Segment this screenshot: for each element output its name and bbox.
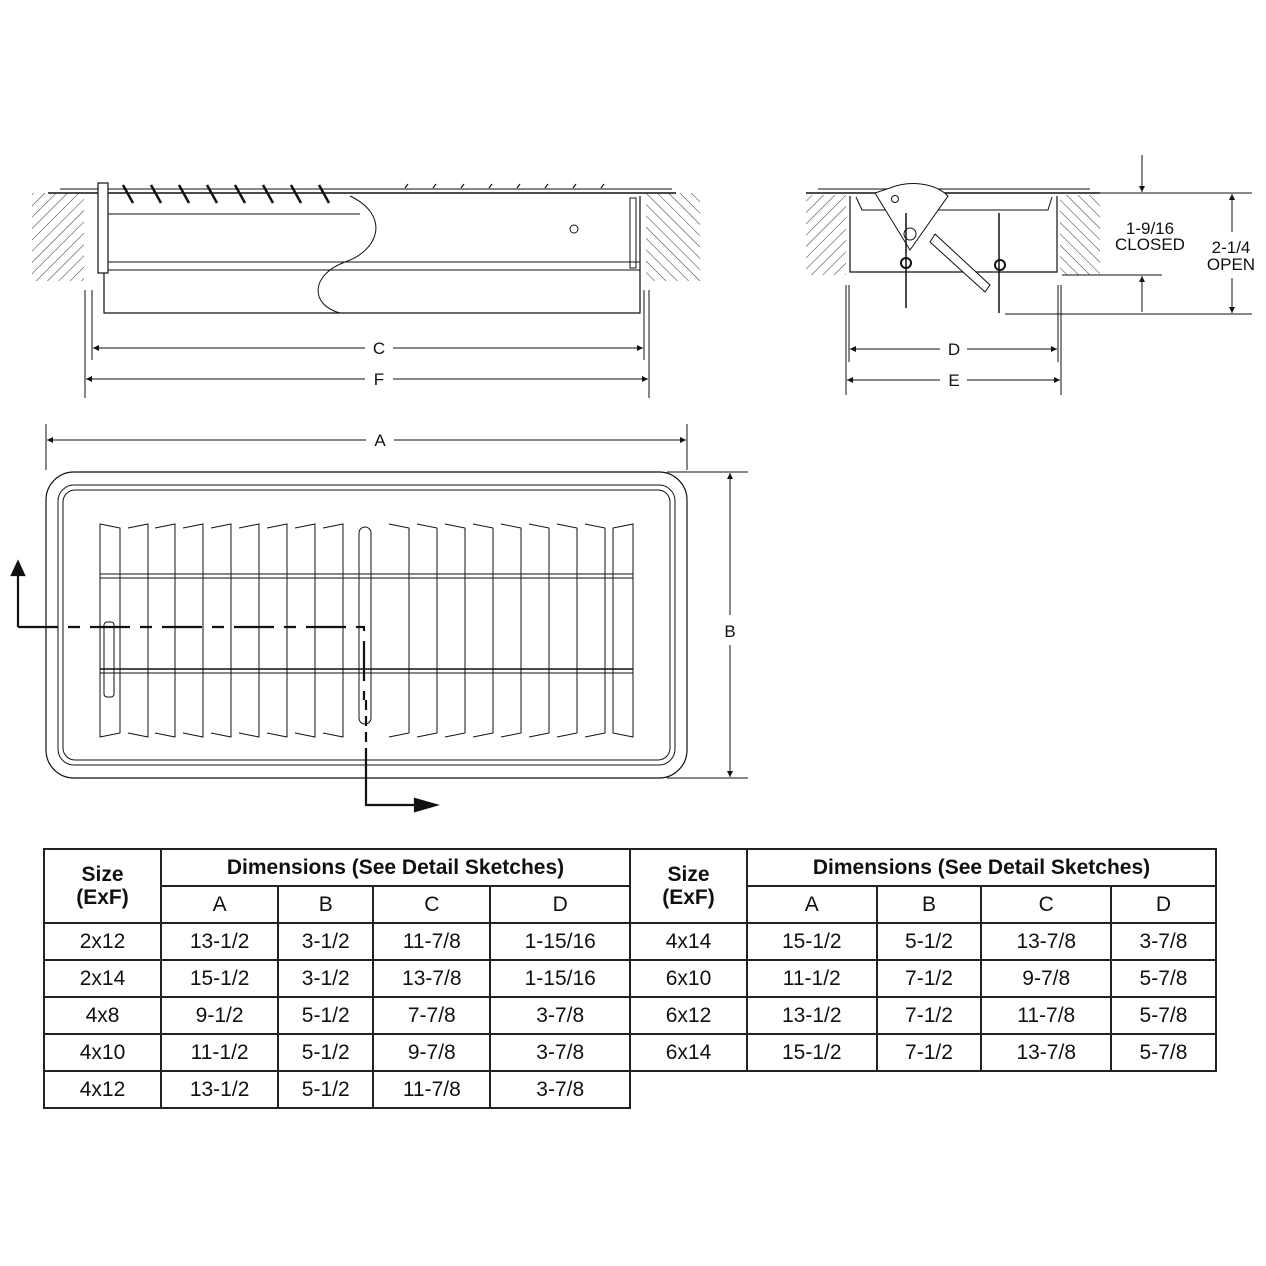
cell-c: 11-7/8: [980, 996, 1112, 1035]
cell-b: 3-1/2: [277, 922, 375, 961]
cell-d: 3-7/8: [489, 1070, 631, 1109]
col-b-header: B: [277, 885, 375, 924]
cell-a: 13-1/2: [746, 996, 878, 1035]
dimension-label-d: D: [948, 340, 960, 359]
cell-b: 7-1/2: [875, 959, 983, 998]
cell-c: 11-7/8: [372, 922, 492, 961]
size-header: Size (ExF): [629, 848, 748, 924]
cell-c: 13-7/8: [372, 959, 492, 998]
cell-c: 9-7/8: [372, 1033, 492, 1072]
end-section-view: 1-9/16 CLOSED 2-1/4 OPEN D E: [806, 155, 1255, 395]
section-cut-line: [10, 559, 441, 813]
cell-size: 4x14: [629, 922, 748, 961]
dimensions-table-right: Size (ExF) Dimensions (See Detail Sketch…: [629, 848, 1218, 1072]
side-section-view: C F: [32, 182, 700, 398]
top-view: A B: [10, 424, 748, 813]
dimension-label-a: A: [374, 431, 386, 450]
cell-b: 5-1/2: [277, 996, 375, 1035]
cell-a: 13-1/2: [159, 1070, 280, 1109]
open-label: OPEN: [1207, 255, 1255, 274]
cell-a: 15-1/2: [746, 1033, 878, 1072]
dimension-label-f: F: [374, 370, 384, 389]
cell-a: 15-1/2: [746, 922, 878, 961]
col-b-header: B: [875, 885, 983, 924]
cell-d: 1-15/16: [489, 922, 631, 961]
louvers-cutaway: [121, 184, 331, 204]
dimensions-header: Dimensions (See Detail Sketches): [746, 848, 1217, 887]
dimension-label-c: C: [373, 339, 385, 358]
cell-d: 3-7/8: [489, 996, 631, 1035]
col-c-header: C: [980, 885, 1112, 924]
col-a-header: A: [746, 885, 878, 924]
size-header-line2: (ExF): [662, 886, 715, 909]
cell-size: 6x12: [629, 996, 748, 1035]
col-c-header: C: [372, 885, 492, 924]
cell-c: 13-7/8: [980, 1033, 1112, 1072]
cell-a: 15-1/2: [159, 959, 280, 998]
open-height-value: 2-1/4: [1212, 238, 1251, 257]
cell-size: 6x10: [629, 959, 748, 998]
cell-size: 4x10: [43, 1033, 162, 1072]
cell-d: 3-7/8: [489, 1033, 631, 1072]
dimension-label-b: B: [724, 622, 735, 641]
size-header-line2: (ExF): [76, 886, 129, 909]
cell-c: 7-7/8: [372, 996, 492, 1035]
cell-b: 7-1/2: [875, 996, 983, 1035]
cell-b: 3-1/2: [277, 959, 375, 998]
dimensions-table-left: Size (ExF) Dimensions (See Detail Sketch…: [43, 848, 631, 1109]
col-d-header: D: [489, 885, 631, 924]
dimensions-header: Dimensions (See Detail Sketches): [160, 848, 631, 887]
cell-b: 5-1/2: [875, 922, 983, 961]
louver-blades: [99, 523, 634, 738]
cell-b: 5-1/2: [277, 1033, 375, 1072]
cell-size: 4x8: [43, 996, 162, 1035]
closed-height-value: 1-9/16: [1126, 219, 1174, 238]
size-header: Size (ExF): [43, 848, 162, 924]
size-header-line1: Size: [81, 863, 124, 886]
cell-size: 2x12: [43, 922, 162, 961]
cell-b: 7-1/2: [875, 1033, 983, 1072]
cell-size: 2x14: [43, 959, 162, 998]
cell-a: 9-1/2: [159, 996, 280, 1035]
cell-a: 11-1/2: [746, 959, 878, 998]
cell-size: 4x12: [43, 1070, 162, 1109]
cell-d: 5-7/8: [1109, 1033, 1218, 1072]
dimension-label-e: E: [948, 371, 959, 390]
cell-c: 13-7/8: [980, 922, 1112, 961]
cell-c: 11-7/8: [372, 1070, 492, 1109]
cell-a: 11-1/2: [159, 1033, 280, 1072]
cell-b: 5-1/2: [277, 1070, 375, 1109]
cell-d: 3-7/8: [1109, 922, 1218, 961]
size-header-line1: Size: [667, 863, 710, 886]
cell-d: 5-7/8: [1109, 959, 1218, 998]
floor-hatch-right: [646, 193, 700, 281]
closed-label: CLOSED: [1115, 235, 1185, 254]
cell-a: 13-1/2: [159, 922, 280, 961]
cell-size: 6x14: [629, 1033, 748, 1072]
cell-d: 1-15/16: [489, 959, 631, 998]
cell-c: 9-7/8: [980, 959, 1112, 998]
col-d-header: D: [1109, 885, 1218, 924]
col-a-header: A: [159, 885, 280, 924]
floor-hatch-left: [32, 193, 84, 281]
cell-d: 5-7/8: [1109, 996, 1218, 1035]
